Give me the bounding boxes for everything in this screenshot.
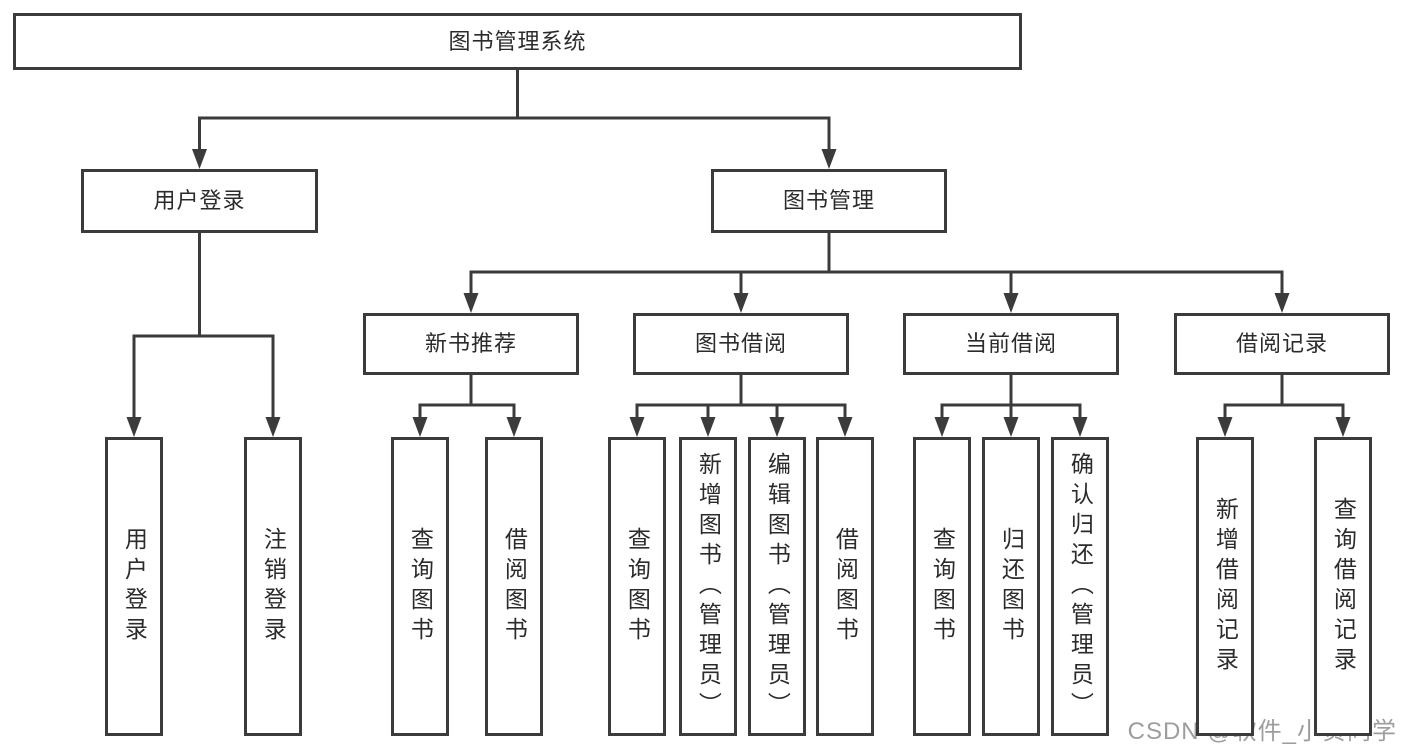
- diagram-node-root: 图书管理系统: [13, 13, 1022, 70]
- diagram-node-leaf-cb-return: 归还图书: [982, 437, 1040, 736]
- diagram-node-leaf-logout: 注销登录: [244, 437, 302, 736]
- diagram-node-leaf-bb-borrow: 借阅图书: [816, 437, 874, 736]
- diagram-node-current-borrow: 当前借阅: [903, 313, 1119, 375]
- diagram-node-leaf-bb-add: 新增图书（管理员）: [679, 437, 737, 736]
- diagram-node-leaf-br-query: 查询借阅记录: [1314, 437, 1372, 736]
- diagram-node-leaf-cb-confirm: 确认归还（管理员）: [1051, 437, 1109, 736]
- diagram-node-book-mgmt: 图书管理: [711, 169, 947, 233]
- diagram-node-new-book-rec: 新书推荐: [363, 313, 579, 375]
- diagram-node-leaf-nb-borrow: 借阅图书: [485, 437, 543, 736]
- diagram-node-book-borrow: 图书借阅: [633, 313, 849, 375]
- diagram-node-leaf-login: 用户登录: [105, 437, 163, 736]
- diagram-node-leaf-cb-query: 查询图书: [913, 437, 971, 736]
- diagram-node-borrow-record: 借阅记录: [1174, 313, 1390, 375]
- diagram-node-leaf-bb-edit: 编辑图书（管理员）: [748, 437, 806, 736]
- diagram-node-leaf-nb-query: 查询图书: [391, 437, 449, 736]
- diagram-node-leaf-br-add: 新增借阅记录: [1196, 437, 1254, 736]
- diagram-node-user-login: 用户登录: [81, 169, 318, 233]
- diagram-node-leaf-bb-query: 查询图书: [608, 437, 666, 736]
